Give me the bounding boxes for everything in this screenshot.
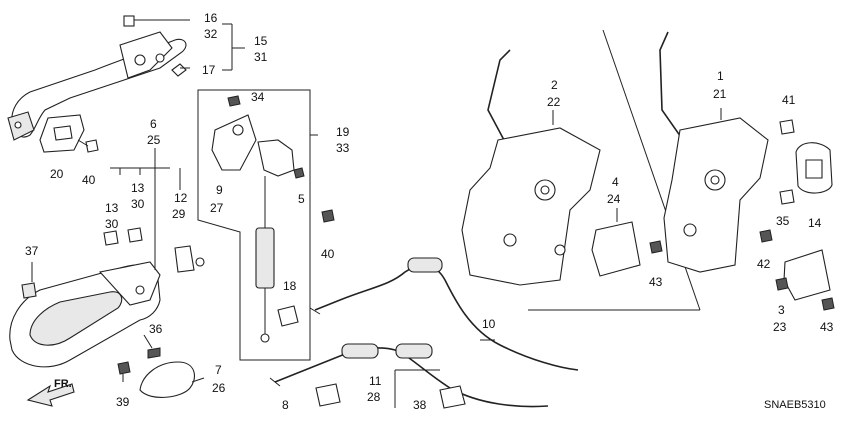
part-label: 40: [82, 173, 96, 187]
part-label: 39: [116, 395, 130, 409]
part-label: 27: [210, 201, 224, 215]
part-label: 23: [773, 320, 787, 334]
part-label: 8: [282, 398, 289, 412]
part-label: 24: [607, 192, 621, 206]
diagram-code: SNAEB5310: [764, 399, 826, 411]
part-label: 12: [174, 191, 188, 205]
outside-handle-drawing: [7, 15, 187, 153]
part-label: 41: [782, 93, 796, 107]
inside-handle-drawing: [9, 148, 205, 398]
part-label: 25: [147, 133, 161, 147]
cables-drawing: [269, 257, 579, 409]
cylinder-group-drawing: [197, 89, 335, 361]
part-label: 15: [254, 34, 268, 48]
part-label: 1: [717, 69, 724, 83]
part-label: 18: [283, 279, 297, 293]
part-label: 43: [820, 320, 834, 334]
part-label: 10: [482, 317, 496, 331]
part-label: 40: [321, 247, 335, 261]
front-direction-label: FR.: [54, 378, 72, 390]
part-label: 22: [547, 95, 561, 109]
part-label: 4: [612, 175, 619, 189]
part-label: 30: [131, 197, 145, 211]
part-label: 37: [25, 244, 39, 258]
part-label: 3: [778, 303, 785, 317]
part-label: 34: [251, 90, 265, 104]
part-label: 28: [367, 390, 381, 404]
part-label: 38: [413, 398, 427, 412]
part-label: 30: [105, 217, 119, 231]
front-direction-arrow: [26, 383, 75, 407]
part-label: 32: [204, 27, 218, 41]
part-label: 17: [202, 63, 216, 77]
part-label: 9: [216, 183, 223, 197]
part-label: 20: [50, 167, 64, 181]
part-label: 11: [369, 374, 382, 388]
part-label: 35: [776, 214, 790, 228]
part-label: 31: [254, 50, 268, 64]
part-label: 5: [298, 192, 305, 206]
part-label: 13: [105, 201, 119, 215]
part-label: 13: [131, 181, 145, 195]
part-label: 2: [551, 78, 558, 92]
part-label: 21: [713, 87, 727, 101]
part-label: 43: [649, 275, 663, 289]
leader-lines-top: [134, 19, 245, 71]
part-label: 7: [215, 363, 222, 377]
part-label: 36: [149, 322, 163, 336]
part-label: 42: [757, 257, 771, 271]
part-label: 29: [172, 207, 186, 221]
part-label: 16: [204, 11, 218, 25]
part-label: 14: [808, 216, 822, 230]
part-label: 33: [336, 141, 350, 155]
part-label: 6: [150, 117, 157, 131]
part-label: 26: [212, 381, 226, 395]
lock-assemblies-drawing: [461, 29, 835, 311]
part-label: 19: [336, 125, 350, 139]
